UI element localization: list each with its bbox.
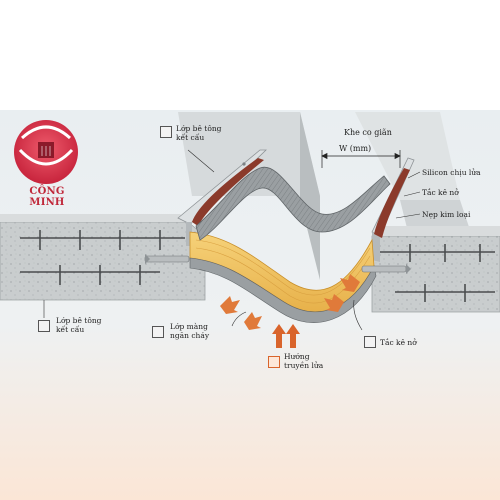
right-anchor	[361, 264, 411, 274]
upward-fire-arrows	[272, 324, 300, 348]
membrane-icon	[152, 326, 164, 338]
width-dimension	[321, 150, 401, 168]
left-silicone	[192, 158, 264, 226]
label-anchor-bottom: Tắc kê nở	[380, 338, 417, 347]
label-metal-strip: Nẹp kim loại	[422, 210, 471, 219]
right-wall-top	[355, 112, 460, 200]
left-wall-side	[300, 112, 320, 280]
label-silicone: Silicon chịu lửa	[422, 168, 481, 177]
left-anchor	[144, 254, 190, 264]
label-fire-layer: Lớp màng ngăn cháy	[170, 322, 210, 340]
fire-barrier-membrane	[195, 166, 391, 241]
left-slab-top	[0, 214, 188, 222]
flame-icon	[268, 356, 280, 368]
concrete-icon-2	[38, 320, 50, 332]
label-concrete-left: Lớp bê tông kết cấu	[56, 316, 102, 334]
label-fire-direction: Hướng truyền lửa	[284, 352, 324, 370]
brand-logo	[14, 120, 78, 184]
concrete-icon	[160, 126, 172, 138]
right-rebar	[380, 244, 495, 302]
label-expansion-gap: Khe co giãn	[344, 128, 392, 137]
leader-lines	[43, 149, 421, 331]
anchor-icon	[364, 336, 376, 348]
brand-name: CÔNG MINH	[29, 186, 65, 208]
right-strip-leg	[372, 232, 380, 262]
label-concrete-top: Lớp bê tông kết cấu	[176, 124, 222, 142]
heat-arrows	[220, 274, 360, 330]
right-wall-face	[400, 200, 470, 232]
left-rebar	[20, 230, 185, 285]
lower-membrane	[189, 257, 377, 323]
right-slab-top	[372, 226, 500, 236]
right-silicone	[374, 168, 410, 238]
label-anchor-top: Tắc kê nở	[422, 188, 459, 197]
label-width: W (mm)	[339, 144, 372, 153]
left-wall-top	[178, 112, 320, 196]
